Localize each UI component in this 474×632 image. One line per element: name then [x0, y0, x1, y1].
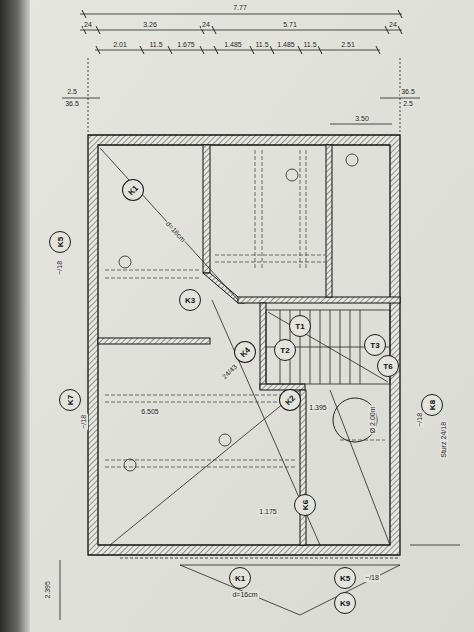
- staircase: [266, 310, 390, 384]
- dimension-label: 3.50: [354, 115, 370, 123]
- callout-number: T1: [295, 322, 304, 331]
- dimension-label: 1.175: [258, 508, 278, 516]
- callout-circle: K1: [229, 567, 251, 589]
- dimension-label: Ø 2.00m: [368, 406, 376, 435]
- callout-circle: T3: [364, 334, 386, 356]
- interior-walls: [98, 145, 400, 545]
- callout-number: K4: [238, 345, 252, 359]
- callout-circle: K6: [294, 494, 316, 516]
- callout-circle: K9: [334, 592, 356, 614]
- dimension-label: 24: [83, 21, 93, 29]
- dimension-label: 2.01: [112, 41, 128, 49]
- dimension-label: Sturz 24/18: [440, 421, 448, 459]
- dimension-label: ~/18: [364, 574, 380, 582]
- dimension-lines: [62, 10, 420, 132]
- callout-number: K6: [301, 500, 310, 510]
- dimension-label: 36.5: [400, 88, 416, 96]
- callout-number: K2: [283, 393, 297, 407]
- callout-circle: T1: [289, 315, 311, 337]
- dimension-label: 5.71: [282, 21, 298, 29]
- dimension-label: 2.395: [44, 580, 52, 600]
- dimension-label: d=16cm: [231, 591, 258, 599]
- callout-number: K8: [428, 400, 437, 410]
- callout-circle: K5: [49, 231, 71, 253]
- callout-number: T3: [370, 341, 379, 350]
- callout-number: K7: [66, 395, 75, 405]
- dimension-label: 24: [201, 21, 211, 29]
- callout-circle: K3: [179, 289, 201, 311]
- callout-number: T2: [280, 346, 289, 355]
- dimension-label: 1.675: [176, 41, 196, 49]
- span-lines: [100, 148, 390, 545]
- callout-circle: K7: [59, 389, 81, 411]
- callout-number: K1: [235, 574, 245, 583]
- dimension-label: 3.26: [142, 21, 158, 29]
- callout-circle: K8: [421, 394, 443, 416]
- callout-number: K9: [340, 599, 350, 608]
- callout-number: T6: [383, 362, 392, 371]
- outer-wall: [88, 135, 400, 555]
- dimension-label: 2.5: [402, 100, 414, 108]
- callout-circle: T6: [377, 355, 399, 377]
- callout-number: K5: [56, 237, 65, 247]
- dimension-label: 1.485: [276, 41, 296, 49]
- dimension-label: 24: [388, 21, 398, 29]
- dimension-label: 11.5: [148, 41, 163, 49]
- dimension-label: ~/18: [56, 260, 64, 276]
- beam-lines: [105, 150, 385, 467]
- dimension-label: ~/18: [416, 412, 424, 428]
- dimension-label: 11.5: [302, 41, 317, 49]
- dimension-label: 2.5: [66, 88, 78, 96]
- book-binding: [0, 0, 30, 632]
- round-opening: [333, 398, 377, 442]
- callout-number: K1: [126, 183, 140, 197]
- dimension-label: 6.505: [140, 408, 160, 416]
- callout-number: K3: [185, 296, 195, 305]
- dimension-label: ~/18: [80, 414, 88, 430]
- dimension-label: 36.5: [64, 100, 80, 108]
- dimension-label: 7.77: [232, 4, 248, 12]
- terrace-lines: [60, 545, 460, 620]
- dimension-label: 11.5: [254, 41, 269, 49]
- callout-circle: T2: [274, 339, 296, 361]
- callout-number: K5: [340, 574, 350, 583]
- callout-circle: K5: [334, 567, 356, 589]
- small-markers: [119, 154, 358, 471]
- dimension-label: 1.395: [308, 404, 328, 412]
- dimension-label: 2.51: [340, 41, 356, 49]
- dimension-label: 1.485: [223, 41, 243, 49]
